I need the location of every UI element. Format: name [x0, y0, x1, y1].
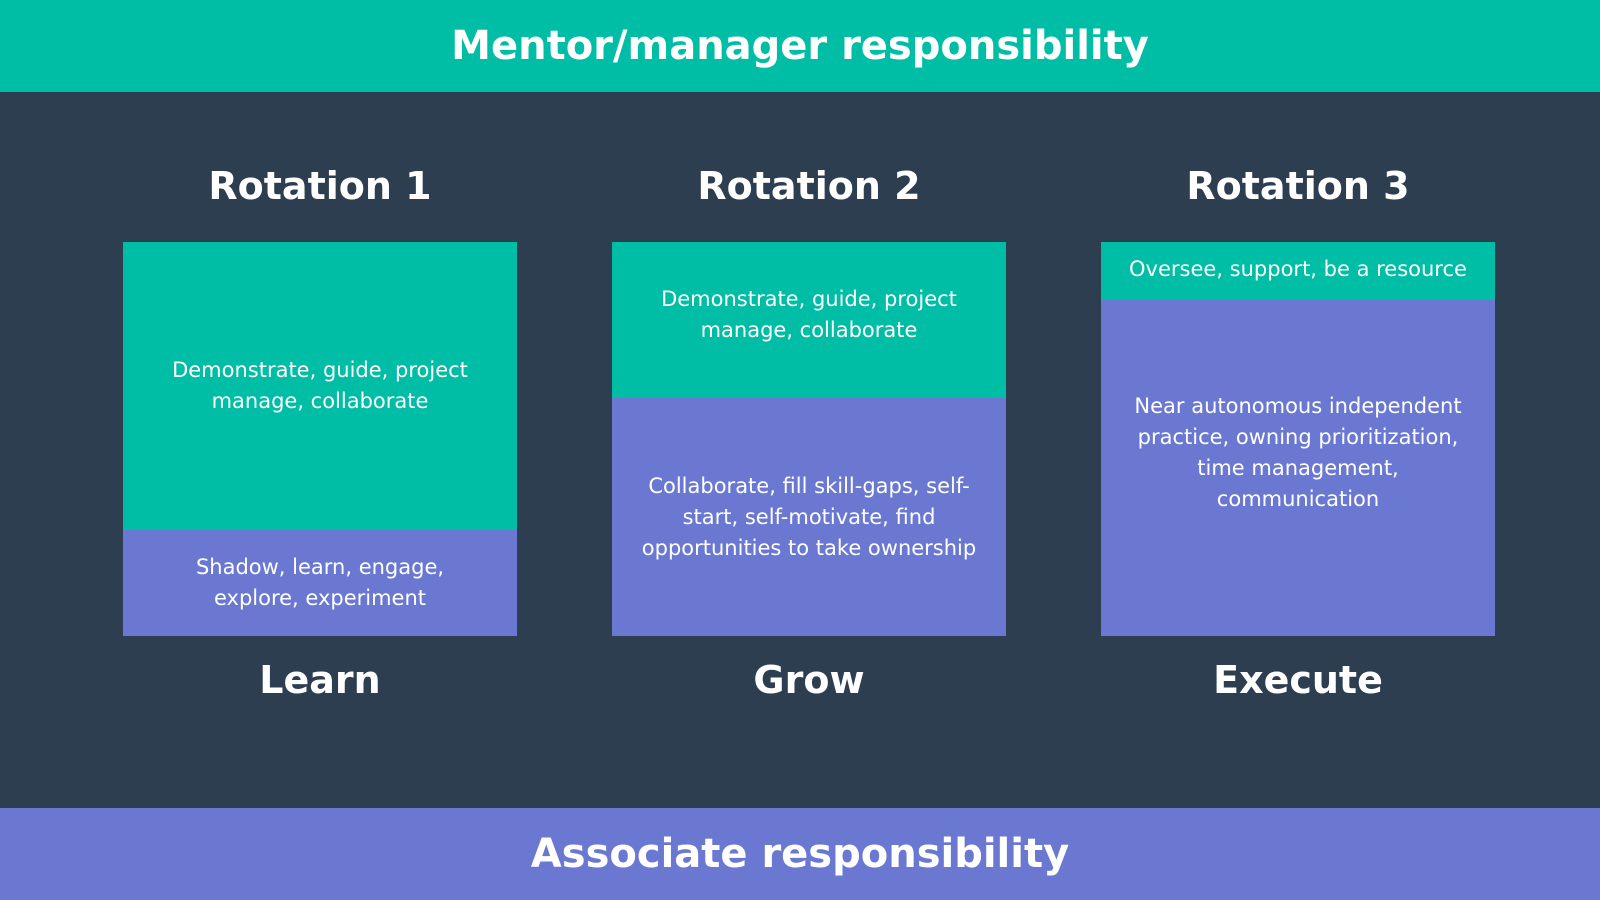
rotation-2-responsibility-stack: Demonstrate, guide, project manage, coll…: [612, 242, 1006, 636]
rotation-3-column: Rotation 3 Oversee, support, be a resour…: [1101, 0, 1495, 900]
rotation-1-associate-block: Shadow, learn, engage, explore, experime…: [123, 530, 517, 636]
rotation-2-mentor-block: Demonstrate, guide, project manage, coll…: [612, 242, 1006, 398]
rotation-2-associate-text: Collaborate, fill skill-gaps, self-start…: [641, 473, 977, 560]
rotation-3-associate-block: Near autonomous independent practice, ow…: [1101, 300, 1495, 636]
rotation-3-phase-label: Execute: [1213, 658, 1383, 702]
rotation-3-associate-text: Near autonomous independent practice, ow…: [1134, 394, 1462, 511]
rotation-3-mentor-text: Oversee, support, be a resource: [1129, 256, 1467, 281]
rotation-2-column: Rotation 2 Demonstrate, guide, project m…: [612, 0, 1006, 900]
rotation-2-title: Rotation 2: [697, 164, 921, 208]
associate-responsibility-title: Associate responsibility: [530, 831, 1070, 877]
rotation-1-mentor-block: Demonstrate, guide, project manage, coll…: [123, 242, 517, 530]
rotation-1-phase-label: Learn: [259, 658, 381, 702]
rotation-1-mentor-text: Demonstrate, guide, project manage, coll…: [172, 358, 468, 413]
rotation-2-phase-label: Grow: [753, 658, 865, 702]
rotation-1-column: Rotation 1 Demonstrate, guide, project m…: [123, 0, 517, 900]
rotation-2-associate-block: Collaborate, fill skill-gaps, self-start…: [612, 398, 1006, 636]
mentor-responsibility-banner: Mentor/manager responsibility: [0, 0, 1600, 92]
mentor-responsibility-title: Mentor/manager responsibility: [451, 23, 1149, 69]
rotation-1-associate-text: Shadow, learn, engage, explore, experime…: [195, 555, 445, 610]
rotation-3-mentor-block: Oversee, support, be a resource: [1101, 242, 1495, 300]
rotation-1-responsibility-stack: Demonstrate, guide, project manage, coll…: [123, 242, 517, 636]
rotation-2-mentor-text: Demonstrate, guide, project manage, coll…: [661, 287, 957, 342]
rotation-1-title: Rotation 1: [208, 164, 432, 208]
rotation-3-title: Rotation 3: [1186, 164, 1410, 208]
associate-responsibility-banner: Associate responsibility: [0, 808, 1600, 900]
rotation-3-responsibility-stack: Oversee, support, be a resource Near aut…: [1101, 242, 1495, 636]
